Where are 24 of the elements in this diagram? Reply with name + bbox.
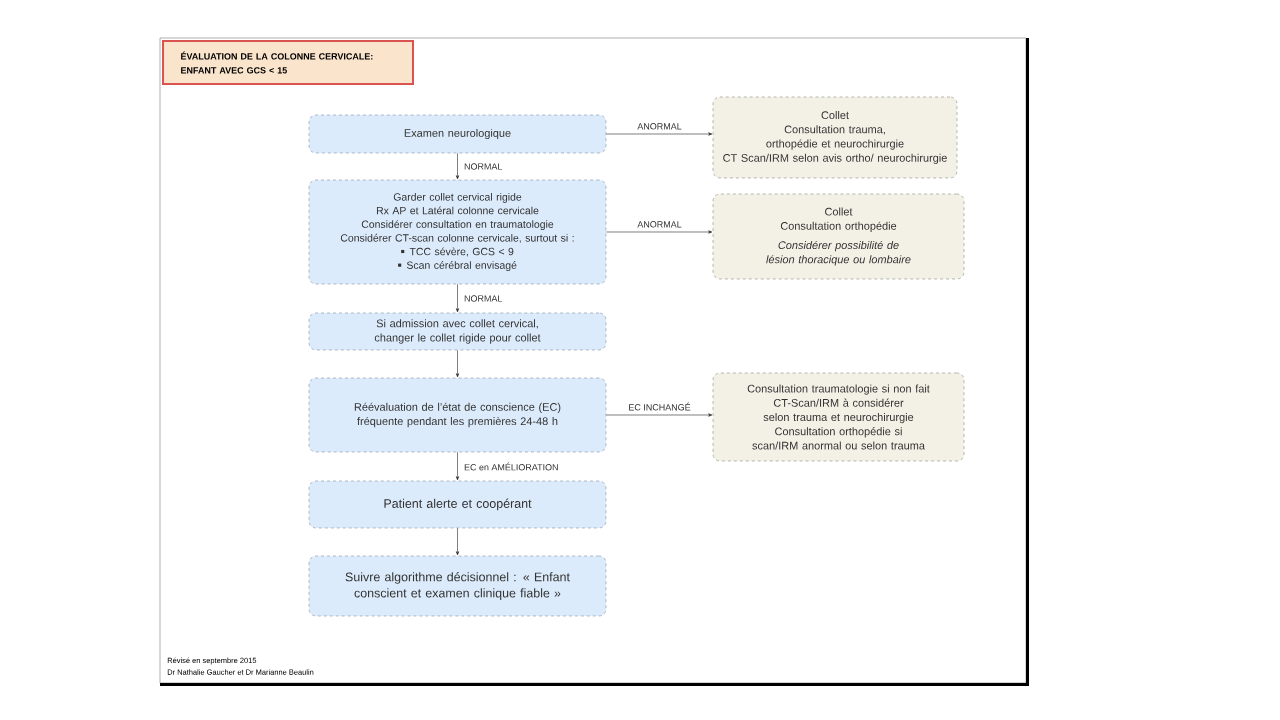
process-box: Collet Consultation trauma, orthopédie et neurochirurgie CT Scan/IRM selon avis ortho/ neurochirurgie [712,96,958,179]
arrow [455,350,460,378]
arrow [606,230,713,234]
process-box: Examen neurologique [308,114,607,154]
process-box: Collet Consultation orthopédie Considérer possibilité de lésion thoracique ou lombaire [712,193,965,280]
arrow [606,413,713,417]
arrow [455,153,460,180]
arrow [455,528,460,556]
process-box: Réévaluation de l’état de conscience (EC) fréquente pendant les premières 24-48 h [308,377,607,453]
edge-label: NORMAL [464,163,503,170]
edge-label: EC en AMÉLIORATION [464,462,558,471]
process-box: Patient alerte et coopérant [308,480,607,529]
process-box: Garder collet cervical rigide Rx AP et Latéral colonne cervicale Considérer consultation en traumatologie Considérer CT-scan colonne cervicale, surtout si : TCC sévère, GCS < 9 Scan cérébral envisagé [308,179,607,285]
edge-label: NORMAL [464,295,503,302]
edge-label: ANORMAL [637,123,682,130]
arrow [455,452,460,481]
process-box: Consultation traumatologie si non fait CT-Scan/IRM à considérer selon trauma et neurochirurgie Consultation orthopédie si scan/IRM anormal ou selon trauma [712,372,965,462]
arrow [606,132,713,136]
process-box: Si admission avec collet cervical, changer le collet rigide pour collet [308,312,607,351]
arrow [455,284,460,313]
process-box: Suivre algorithme décisionnel : « Enfant conscient et examen clinique fiable » [308,555,607,617]
edge-label: ANORMAL [637,221,682,228]
title-box: ÉVALUATION DE LA COLONNE CERVICALE: ENFANT AVEC GCS < 15 [162,40,414,85]
edge-label: EC INCHANGÉ [629,402,691,411]
